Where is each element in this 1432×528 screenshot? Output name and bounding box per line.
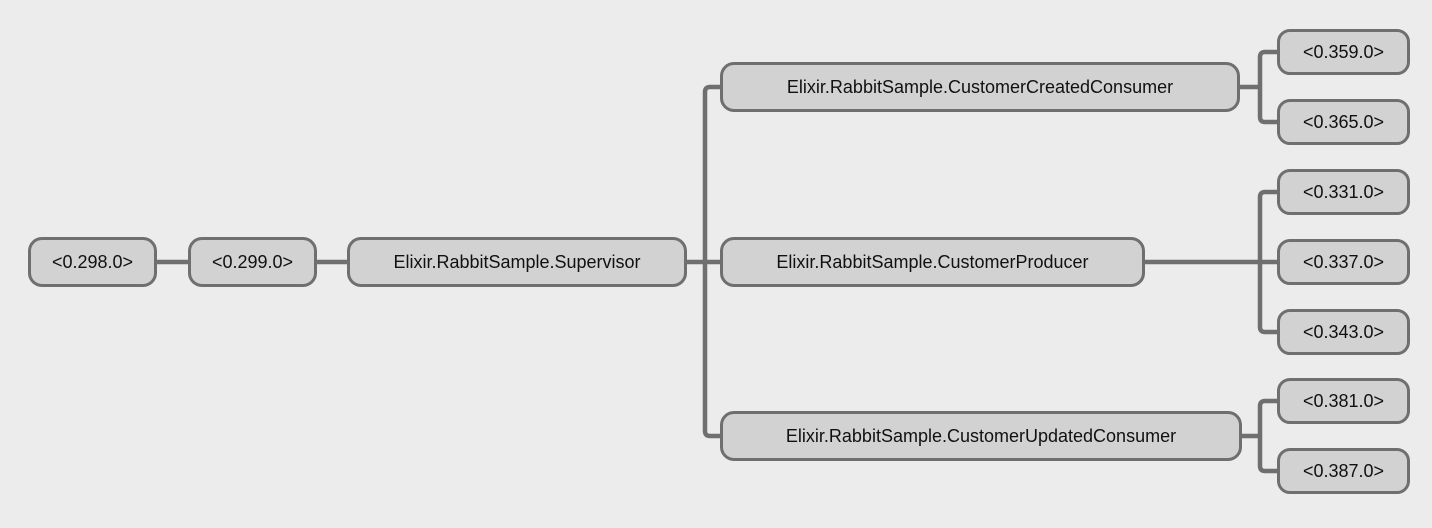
process-node-customer-producer[interactable]: Elixir.RabbitSample.CustomerProducer — [720, 237, 1145, 287]
process-node-pid-298[interactable]: <0.298.0> — [28, 237, 157, 287]
process-node-pid-331[interactable]: <0.331.0> — [1277, 169, 1410, 215]
process-node-customer-updated-consumer[interactable]: Elixir.RabbitSample.CustomerUpdatedConsu… — [720, 411, 1242, 461]
process-node-pid-359[interactable]: <0.359.0> — [1277, 29, 1410, 75]
process-node-customer-created-consumer[interactable]: Elixir.RabbitSample.CustomerCreatedConsu… — [720, 62, 1240, 112]
process-node-pid-337[interactable]: <0.337.0> — [1277, 239, 1410, 285]
process-node-supervisor[interactable]: Elixir.RabbitSample.Supervisor — [347, 237, 687, 287]
process-node-pid-343[interactable]: <0.343.0> — [1277, 309, 1410, 355]
process-node-pid-299[interactable]: <0.299.0> — [188, 237, 317, 287]
process-node-pid-381[interactable]: <0.381.0> — [1277, 378, 1410, 424]
process-node-pid-387[interactable]: <0.387.0> — [1277, 448, 1410, 494]
process-node-pid-365[interactable]: <0.365.0> — [1277, 99, 1410, 145]
